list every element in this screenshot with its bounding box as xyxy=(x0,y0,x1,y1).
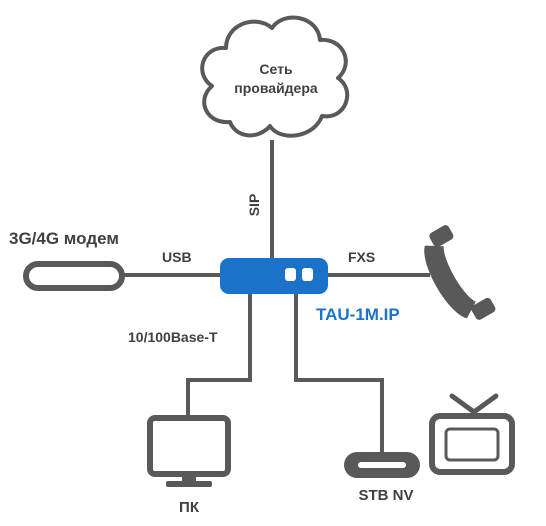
monitor-stand xyxy=(182,474,196,482)
tv-antenna-right xyxy=(471,393,499,415)
cloud-label-line1: Сеть xyxy=(259,61,293,77)
stb-device xyxy=(344,452,420,478)
ethernet-label: 10/100Base-T xyxy=(128,329,218,345)
router-device xyxy=(220,258,328,294)
tv-device xyxy=(429,393,515,475)
tv-icon xyxy=(429,413,515,475)
usb-modem-icon xyxy=(23,261,125,291)
cloud-icon xyxy=(200,15,350,138)
modem-label: 3G/4G модем xyxy=(9,229,119,248)
modem-device xyxy=(23,261,125,291)
provider-cloud: Сеть провайдера xyxy=(200,15,350,138)
wires xyxy=(122,140,430,452)
router-label: TAU-1M.IP xyxy=(316,305,400,324)
pc-device xyxy=(147,415,231,487)
monitor-base xyxy=(166,481,212,487)
router-port-2 xyxy=(302,268,313,281)
stb-label: STB NV xyxy=(358,487,413,504)
router-port-1 xyxy=(285,268,296,281)
stb-wire xyxy=(294,292,384,452)
router-body xyxy=(220,258,328,294)
tv-antenna-left xyxy=(449,393,477,415)
fxs-label: FXS xyxy=(348,249,375,265)
sip-label: SIP xyxy=(246,194,262,217)
phone-handset-icon xyxy=(424,225,496,320)
pc-wire xyxy=(186,292,252,420)
usb-label: USB xyxy=(162,249,192,265)
monitor-icon xyxy=(147,415,231,477)
cloud-label-line2: провайдера xyxy=(234,80,318,96)
pc-label: ПК xyxy=(179,499,200,516)
